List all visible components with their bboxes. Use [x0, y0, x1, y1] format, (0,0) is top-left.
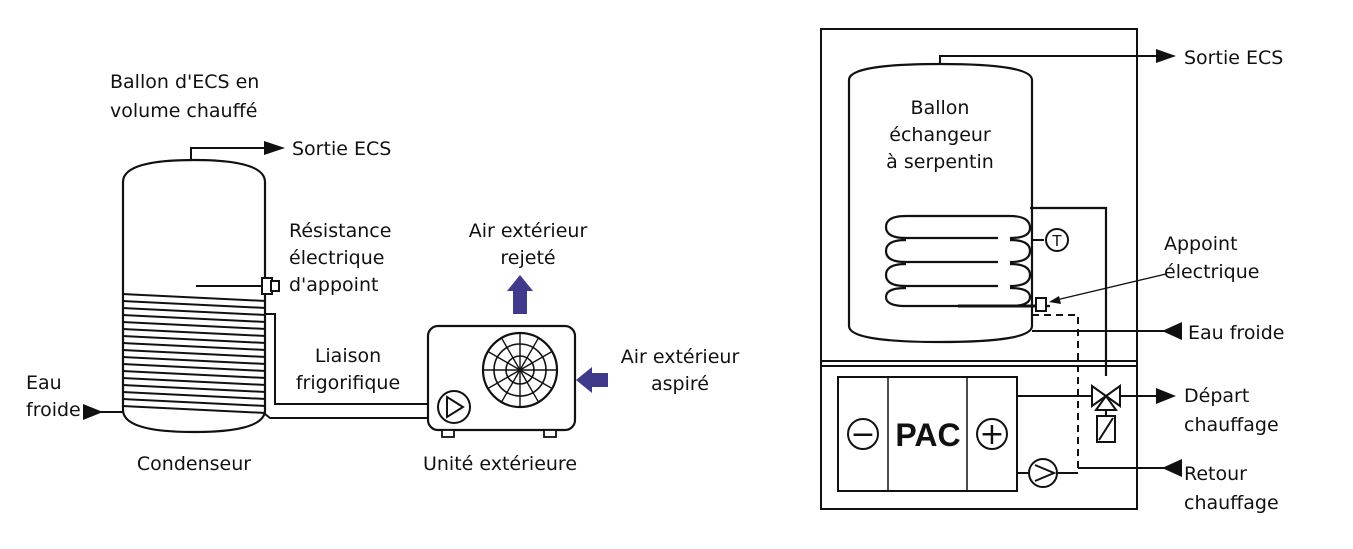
exchanger-tank [847, 62, 1034, 344]
serpentine-coil [884, 206, 1108, 376]
fan-icon [481, 331, 559, 409]
right-outlet-label: Sortie ECS [1184, 47, 1283, 69]
cold-water-inlet-arrow-icon [83, 404, 103, 420]
refrigerant-line-upper [265, 313, 430, 405]
condenser-label: Condenseur [137, 453, 251, 475]
electric-resistance-icon [196, 277, 280, 295]
minus-sign: − [850, 417, 875, 452]
sensor-symbol: T [1051, 232, 1062, 250]
heat-pump-pac: − + PAC [837, 376, 1018, 492]
heating-flow-label-line1: Départ [1184, 385, 1249, 407]
plus-sign: + [979, 417, 1004, 452]
pac-label: PAC [895, 417, 960, 453]
backup-pointer-arrow [1051, 273, 1167, 302]
exhaust-air-arrow-icon [507, 275, 533, 314]
plus-icon [976, 418, 1008, 450]
right-diagram: T − [820, 28, 1284, 514]
left-diagram: Ballon d'ECS en volume chauffé Sortie EC… [26, 71, 739, 475]
resistance-label-line3: d'appoint [289, 274, 378, 296]
condenser-coil [121, 293, 267, 414]
tank-title-line1: Ballon [911, 97, 970, 119]
tank-label-line1: Ballon d'ECS en [110, 71, 259, 93]
outlet-arrow-icon [264, 141, 285, 155]
inlet-label-line1: Eau [26, 372, 62, 394]
heating-flow-arrow-icon [1156, 388, 1176, 404]
exhaust-label-line2: rejeté [500, 247, 555, 269]
three-way-valve-icon [1091, 384, 1121, 443]
heating-flow-label-line2: chauffage [1184, 414, 1279, 436]
tank-label-line2: volume chauffé [110, 100, 257, 122]
backup-label-line1: Appoint [1164, 233, 1238, 255]
compressor-icon [437, 390, 471, 424]
electric-backup-heater-icon [958, 297, 1047, 312]
resistance-label-line1: Résistance [289, 220, 391, 242]
heating-return-arrow-icon [1162, 459, 1182, 477]
backup-label-line2: électrique [1164, 261, 1259, 283]
cold-water-label: Eau froide [1188, 322, 1284, 344]
tank-title-line2: échangeur [889, 124, 991, 146]
outlet-pipe [190, 147, 268, 160]
intake-label-line2: aspiré [651, 373, 709, 395]
minus-icon [847, 418, 879, 450]
heating-return-label-line2: chauffage [1184, 492, 1279, 514]
outlet-label: Sortie ECS [292, 138, 391, 160]
cold-water-arrow-icon [1162, 322, 1182, 340]
inlet-label-line2: froide [26, 399, 81, 421]
temperature-sensor-icon [1045, 228, 1069, 252]
intake-air-arrow-icon [576, 367, 608, 393]
outdoor-unit-label: Unité extérieure [423, 453, 577, 475]
tank-title-line3: à serpentin [886, 151, 994, 173]
refrigerant-line-lower [264, 413, 430, 419]
exhaust-label-line1: Air extérieur [469, 220, 588, 242]
refrigerant-link-label-line2: frigorifique [296, 372, 400, 394]
resistance-label-line2: électrique [289, 247, 384, 269]
intake-label-line1: Air extérieur [621, 346, 740, 368]
dhw-tank [121, 158, 267, 434]
refrigerant-link-label-line1: Liaison [315, 345, 381, 367]
heating-return-label-line1: Retour [1184, 463, 1247, 485]
dhw-outlet-arrow-icon [1156, 49, 1176, 63]
